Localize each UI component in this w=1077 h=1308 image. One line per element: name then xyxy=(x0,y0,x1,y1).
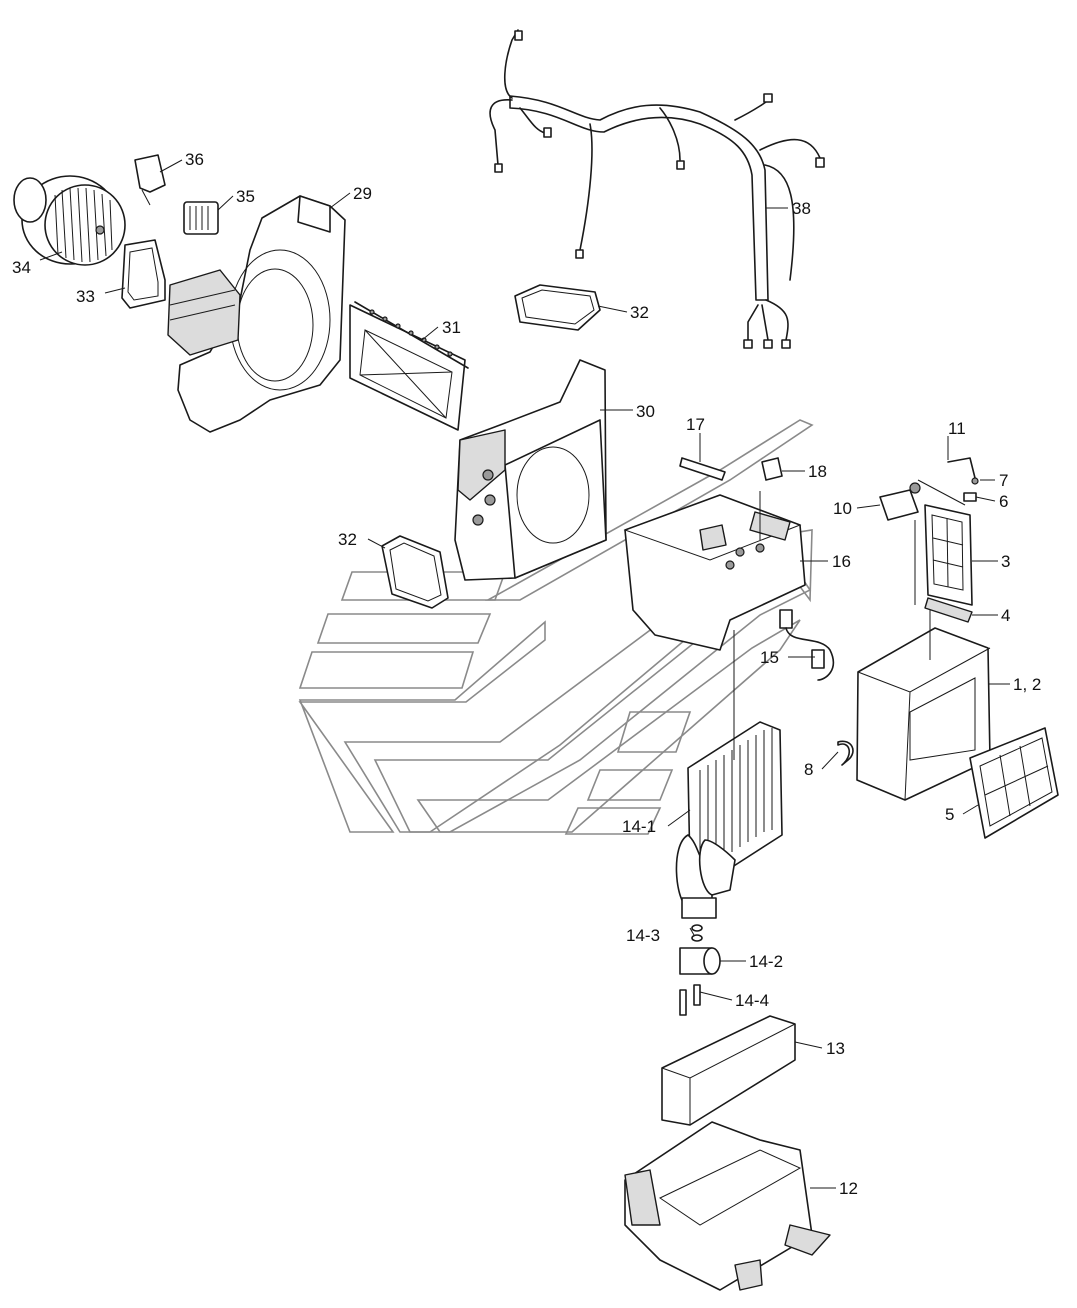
callout-labels: 34 33 36 35 29 31 32 38 30 32 17 18 16 1… xyxy=(12,150,1041,1198)
callout-11: 11 xyxy=(948,419,966,438)
heater-core-14-1 xyxy=(675,721,783,919)
wiring-harness xyxy=(489,29,825,349)
callout-14-4: 14-4 xyxy=(735,991,769,1010)
gasket-32-lower xyxy=(381,535,449,609)
callout-32-lower: 32 xyxy=(338,530,357,549)
relay-35 xyxy=(183,201,219,235)
gasket-33 xyxy=(121,239,166,309)
callout-12: 12 xyxy=(839,1179,858,1198)
callout-36: 36 xyxy=(185,150,204,169)
callout-30: 30 xyxy=(636,402,655,421)
housing-1-2 xyxy=(856,627,991,801)
callout-33: 33 xyxy=(76,287,95,306)
plate-4 xyxy=(924,597,973,623)
callout-16: 16 xyxy=(832,552,851,571)
callout-15: 15 xyxy=(760,648,779,667)
callout-32-top: 32 xyxy=(630,303,649,322)
leader-lines xyxy=(39,159,1010,1189)
heater-case-16 xyxy=(623,494,806,651)
callout-8: 8 xyxy=(804,760,813,779)
blower-motor xyxy=(13,175,126,266)
relay-18 xyxy=(761,457,783,481)
tray-13 xyxy=(661,1015,796,1126)
connector-15 xyxy=(779,609,835,681)
door-31 xyxy=(349,301,469,431)
callout-29: 29 xyxy=(353,184,372,203)
resistor-36 xyxy=(134,154,166,206)
bracket-17 xyxy=(679,457,726,481)
callout-31: 31 xyxy=(442,318,461,337)
callout-10: 10 xyxy=(833,499,852,518)
case-30 xyxy=(454,359,607,581)
callout-7: 7 xyxy=(999,471,1008,490)
callout-17: 17 xyxy=(686,415,705,434)
callout-13: 13 xyxy=(826,1039,845,1058)
filter-3 xyxy=(924,504,973,606)
callout-34: 34 xyxy=(12,258,31,277)
callout-3: 3 xyxy=(1001,552,1010,571)
callout-18: 18 xyxy=(808,462,827,481)
callout-6: 6 xyxy=(999,492,1008,511)
callout-4: 4 xyxy=(1001,606,1010,625)
callout-14-2: 14-2 xyxy=(749,952,783,971)
callout-38: 38 xyxy=(792,199,811,218)
base-12 xyxy=(624,1121,831,1291)
callout-35: 35 xyxy=(236,187,255,206)
callout-1-2: 1, 2 xyxy=(1013,675,1041,694)
callout-14-1: 14-1 xyxy=(622,817,656,836)
filter-5 xyxy=(969,727,1059,839)
callout-5: 5 xyxy=(945,805,954,824)
valve-parts xyxy=(679,924,721,1016)
clip-8 xyxy=(837,740,854,766)
blower-case-29 xyxy=(167,195,346,433)
callout-14-3: 14-3 xyxy=(626,926,660,945)
